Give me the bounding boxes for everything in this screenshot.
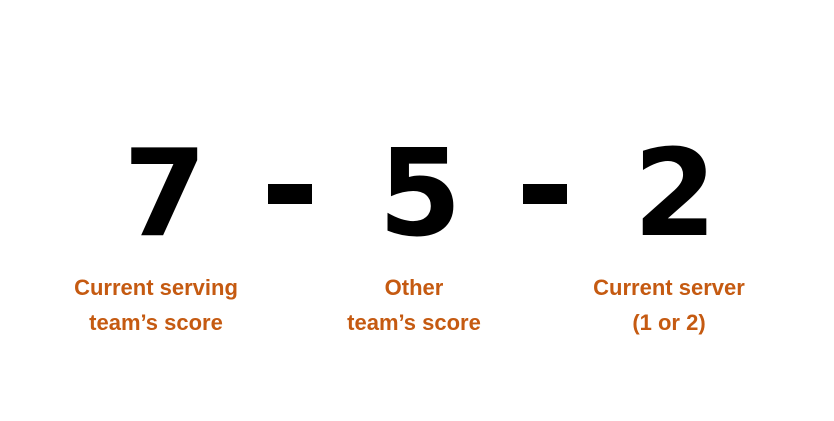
serving-team-score-label-line1: Current serving <box>74 275 238 300</box>
current-server-number: 2 <box>633 125 717 264</box>
separator-dash-1 <box>268 184 312 204</box>
serving-team-score-label: Current serving team’s score <box>46 270 266 340</box>
current-server-label: Current server (1 or 2) <box>559 270 779 340</box>
current-server-label-line2: (1 or 2) <box>632 310 706 335</box>
other-team-score-label: Other team’s score <box>304 270 524 340</box>
serving-team-score-number: 7 <box>123 125 207 264</box>
serving-team-score-label-line2: team’s score <box>89 310 223 335</box>
other-team-score-label-line2: team’s score <box>347 310 481 335</box>
current-server-label-line1: Current server <box>593 275 745 300</box>
other-team-score-number: 5 <box>378 125 462 264</box>
other-team-score-label-line1: Other <box>384 275 444 300</box>
separator-dash-2 <box>523 184 567 204</box>
